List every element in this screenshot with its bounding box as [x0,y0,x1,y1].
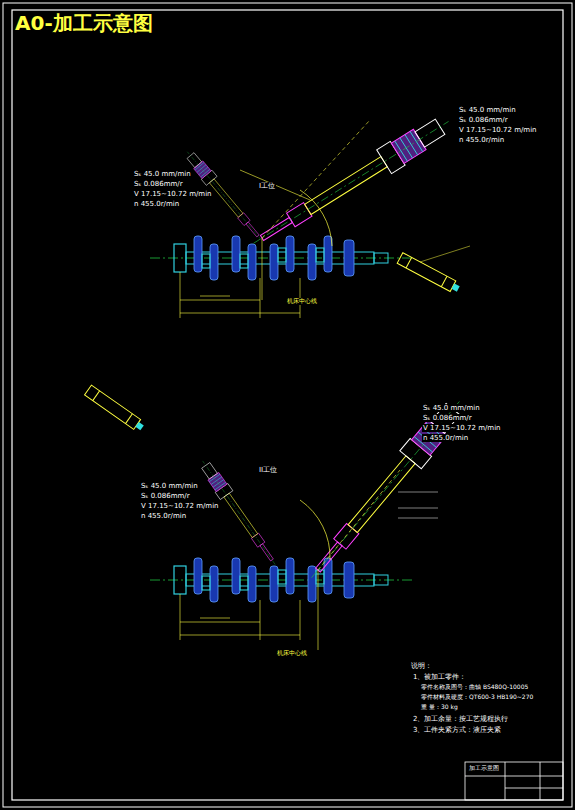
cutting-param: n 455.0r/min [140,512,187,520]
cutting-param: Sₖ 45.0 mm/min [422,404,481,412]
cutting-param: n 455.0r/min [422,434,469,442]
cutting-param: Sₖ 0.086mm/r [140,492,191,500]
cutting-param: Sₖ 0.086mm/r [133,180,184,188]
cutting-param: n 455.0r/min [458,136,505,144]
note: 说明： [410,662,433,670]
note: 零件名称及图号：曲轴 BS480Q-10005 [420,684,529,691]
cutting-param: Sₖ 0.086mm/r [458,116,509,124]
note: 重 量：30 kg [420,704,459,711]
cutting-param: V 17.15~10.72 m/min [458,126,538,134]
cutting-param: Sₖ 0.086mm/r [422,414,473,422]
cutting-param: Sₖ 45.0 mm/min [458,106,517,114]
station-label: I工位 [258,182,276,190]
note: 3、工件夹紧方式：液压夹紧 [412,726,502,734]
station-label: II工位 [258,466,278,474]
cutting-param: V 17.15~10.72 m/min [140,502,220,510]
note: 2、加工余量：按工艺规程执行 [412,715,509,723]
cutting-param: V 17.15~10.72 m/min [422,424,502,432]
drawing-title: A0-加工示意图 [14,12,154,35]
note: 1、被加工零件： [412,673,467,681]
cutting-param: Sₖ 45.0 mm/min [140,482,199,490]
cutting-param: Sₖ 45.0 mm/min [133,170,192,178]
title-block-cell: 加工示意图 [468,765,500,772]
cutting-param: V 17.15~10.72 m/min [133,190,213,198]
cutting-param: n 455.0r/min [133,200,180,208]
centerline-label: 机床中心线 [286,298,318,305]
centerline-label: 机床中心线 [276,650,308,657]
note: 零件材料及硬度：QT600-3 HB190~270 [420,694,534,701]
